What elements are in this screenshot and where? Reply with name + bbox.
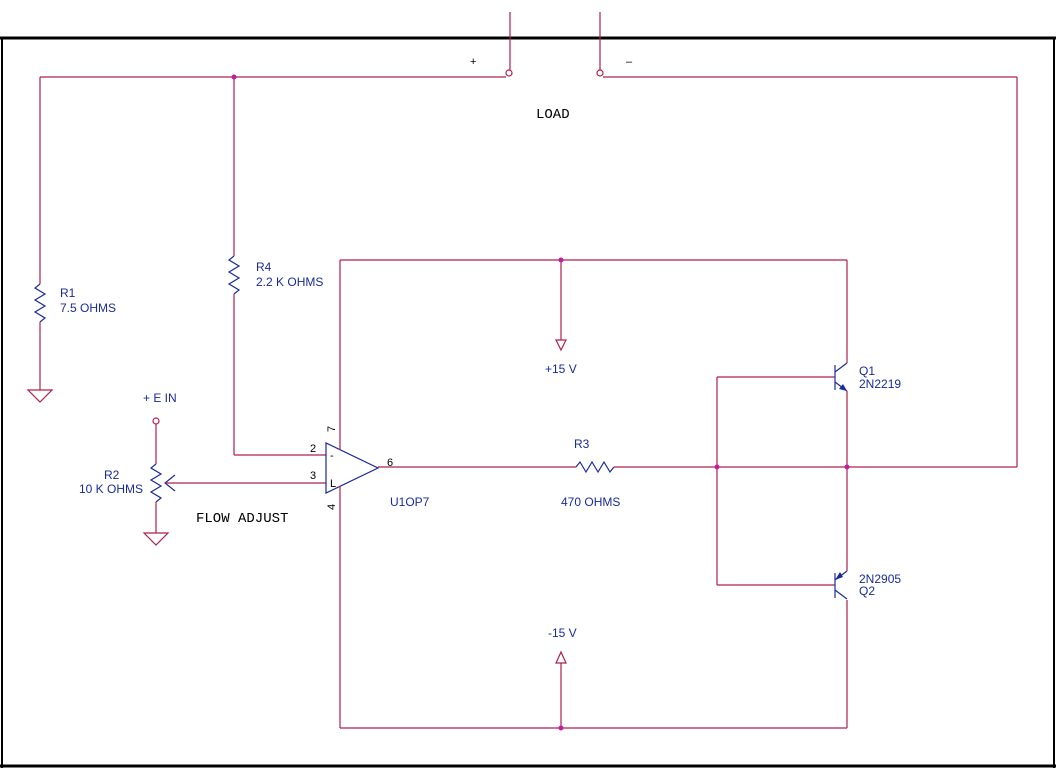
opamp-plus-sign: L — [330, 478, 336, 490]
junction-nodes — [231, 74, 850, 731]
ground-symbol-r2 — [142, 532, 170, 546]
e-in-terminal — [152, 417, 160, 425]
ground-symbol-r1 — [26, 389, 54, 403]
r2-ref: R2 — [104, 468, 120, 482]
q1-part: 2N2219 — [859, 377, 901, 391]
base-bus — [716, 376, 835, 586]
frame — [0, 36, 1056, 768]
load-label: LOAD — [536, 107, 570, 123]
q1-ref: Q1 — [859, 364, 875, 378]
opamp-pin-4: 4 — [326, 504, 338, 510]
r4-value: 2.2 K OHMS — [256, 275, 323, 289]
e-in-label: + E IN — [143, 391, 177, 405]
r3-ref: R3 — [574, 437, 590, 451]
load-minus-label: – — [626, 56, 633, 68]
node-base — [714, 464, 720, 470]
q2-ref: Q2 — [859, 584, 875, 598]
r1-resistor — [33, 77, 47, 390]
load-plus-label: + — [470, 56, 476, 68]
load-minus-terminal — [596, 69, 604, 77]
q1-transistor — [834, 362, 848, 467]
opamp-pin-2: 2 — [310, 443, 316, 455]
opamp-pin-7: 7 — [326, 426, 338, 432]
r3-resistor — [575, 460, 1017, 474]
node-pos-rail — [558, 257, 564, 263]
supply-neg-label: -15 V — [548, 626, 577, 640]
r1-ref: R1 — [60, 286, 76, 300]
load-terminals — [40, 12, 1018, 467]
opamp-pin-3: 3 — [310, 470, 316, 482]
positive-rail — [340, 259, 848, 363]
r2-value: 10 K OHMS — [79, 482, 143, 496]
load-plus-terminal — [505, 69, 513, 77]
flow-adjust-label: FLOW ADJUST — [196, 511, 288, 527]
node-neg-rail — [558, 725, 564, 731]
r4-resistor — [227, 77, 326, 456]
node-emitter — [844, 464, 850, 470]
r3-value: 470 OHMS — [561, 495, 620, 509]
opamp-ref: U1OP7 — [390, 495, 430, 509]
opamp-pin-6: 6 — [387, 457, 393, 469]
opamp-minus-sign: - — [330, 450, 334, 462]
supply-pos-label: +15 V — [545, 362, 577, 376]
r1-value: 7.5 OHMS — [60, 301, 116, 315]
q2-transistor — [834, 467, 848, 600]
r4-ref: R4 — [256, 260, 272, 274]
node-top-r4 — [231, 74, 237, 80]
opamp-u1 — [325, 260, 576, 728]
r2-potentiometer — [149, 417, 326, 533]
q2-part: 2N2905 — [859, 572, 901, 586]
negative-rail — [340, 600, 848, 729]
